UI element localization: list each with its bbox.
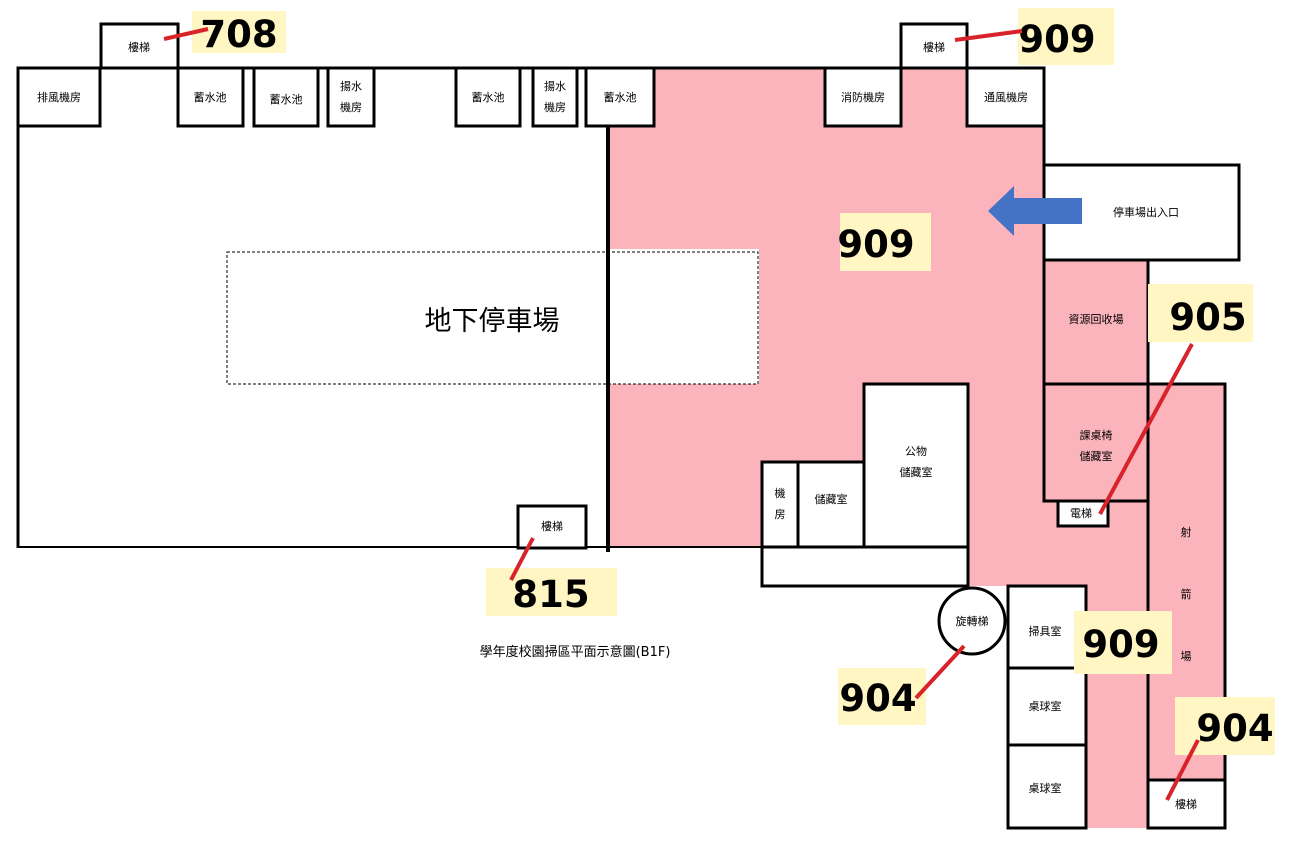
vent-room-label: 通風機房 [984, 90, 1028, 104]
cistern-1-box [176, 66, 245, 128]
property-storage-label-1: 公物 [905, 444, 927, 458]
zone-708-label: 708 [200, 13, 277, 56]
zone-909-top-leader [954, 29, 1023, 42]
zone-815-bg [486, 568, 617, 616]
storage-label: 儲藏室 [815, 492, 848, 506]
cleaning-zone-909 [608, 68, 1225, 828]
fire-room-label: 消防機房 [841, 90, 885, 104]
table-tennis-1-label: 桌球室 [1029, 699, 1062, 713]
zone-904-left-label: 904 [839, 677, 916, 720]
zone-905-leader [1098, 343, 1194, 515]
zone-904-right-label: 904 [1196, 707, 1273, 750]
zone-909-bottom-bg [1074, 611, 1172, 674]
cistern-1-label: 蓄水池 [194, 91, 227, 104]
zone-815-label: 815 [512, 573, 589, 616]
stairs-top-left-label: 樓梯 [128, 40, 150, 54]
stairs-top-right-label: 樓梯 [923, 40, 945, 54]
cistern-4-label: 蓄水池 [604, 91, 637, 104]
elevator-label: 電梯 [1070, 507, 1092, 520]
zone-909-center-label: 909 [837, 223, 914, 266]
spiral-stairs-circle [937, 586, 1007, 656]
machine-room-box [760, 460, 800, 549]
exhaust-room-label: 排風機房 [37, 90, 81, 104]
vent-room-box [965, 66, 1046, 128]
pump-room-1-label-1: 揚水 [340, 80, 362, 93]
cleaning-tools-box [1006, 584, 1088, 830]
recycling-label: 資源回收場 [1069, 312, 1124, 326]
storage-box [796, 460, 866, 549]
pump-room-1-label-2: 機房 [340, 100, 362, 114]
pump-room-1-box [326, 66, 376, 128]
zone-905-bg [1148, 284, 1253, 342]
parking-area-patch [608, 249, 759, 384]
cistern-3-box [454, 66, 522, 128]
zone-909-center-bg [840, 213, 931, 271]
archery-label-2: 箭 [1181, 587, 1192, 601]
zone-905-label: 905 [1169, 296, 1246, 339]
stairs-top-right-box [899, 22, 969, 70]
zone-909-top-bg [1018, 8, 1114, 65]
cleaning-tools-label: 掃具室 [1029, 624, 1062, 638]
stairs-bottom-label: 樓梯 [541, 519, 563, 533]
cistern-4-box [584, 66, 656, 128]
machine-room-label-1: 機 [775, 486, 786, 500]
pump-room-2-box [531, 66, 579, 128]
archery-label-3: 場 [1181, 650, 1192, 663]
cistern-3-label: 蓄水池 [472, 91, 505, 104]
property-storage-label-2: 儲藏室 [900, 465, 933, 479]
machine-room-label-2: 房 [775, 508, 786, 521]
lower-corridor-wall [760, 547, 970, 588]
desk-storage-label-1: 課桌椅 [1080, 428, 1113, 442]
parking-label: 地下停車場 [425, 306, 560, 337]
zone-904-right-leader [1165, 739, 1200, 801]
zone-904-left-bg [838, 668, 926, 725]
stairs-top-left-box [99, 22, 180, 70]
desk-storage-label-2: 儲藏室 [1080, 449, 1113, 463]
spiral-stairs-label: 旋轉梯 [956, 614, 989, 628]
stairs-bottom-right-box [1146, 778, 1227, 830]
zone-904-left-leader [914, 644, 966, 700]
zone-708-bg [192, 11, 286, 53]
table-tennis-2-label: 桌球室 [1029, 781, 1062, 795]
zone-708-leader [163, 27, 209, 41]
cistern-2-box [252, 66, 320, 128]
zone-909-top-label: 909 [1018, 18, 1095, 61]
zone-904-right-bg [1175, 697, 1275, 755]
stairs-bottom-right-label: 樓梯 [1175, 797, 1197, 811]
parking-dashed-box [226, 251, 759, 385]
zone-909-bottom-label: 909 [1082, 623, 1159, 666]
parking-entrance-label: 停車場出入口 [1113, 205, 1179, 219]
archery-label-1: 射 [1181, 525, 1192, 539]
exhaust-room-box [16, 66, 102, 128]
pump-room-2-label-2: 機房 [544, 100, 566, 114]
cistern-2-label: 蓄水池 [270, 93, 303, 106]
zone-815-leader [509, 537, 535, 581]
entrance-arrow-icon [988, 186, 1082, 236]
pump-room-2-label-1: 揚水 [544, 80, 566, 93]
fire-room-box [823, 66, 903, 128]
plan-caption: 學年度校園掃區平面示意圖(B1F) [480, 644, 671, 660]
